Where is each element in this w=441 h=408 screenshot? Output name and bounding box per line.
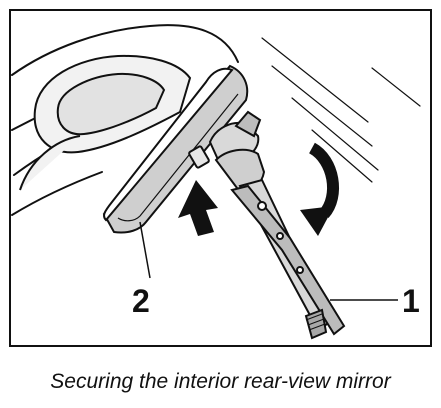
rotate-down-arrow: [300, 142, 340, 236]
locking-pliers: [214, 148, 346, 340]
illustration-figure: 2 1: [9, 9, 432, 347]
figure-caption: Securing the interior rear-view mirror: [50, 370, 391, 393]
callout-2-leader: [139, 221, 151, 279]
windshield-lines: [261, 37, 421, 183]
push-up-arrow: [178, 180, 218, 236]
callout-2: 2: [132, 283, 150, 319]
callout-1: 1: [402, 283, 420, 319]
rear-view-mirror: [102, 64, 249, 234]
overhead-console: [19, 54, 192, 191]
